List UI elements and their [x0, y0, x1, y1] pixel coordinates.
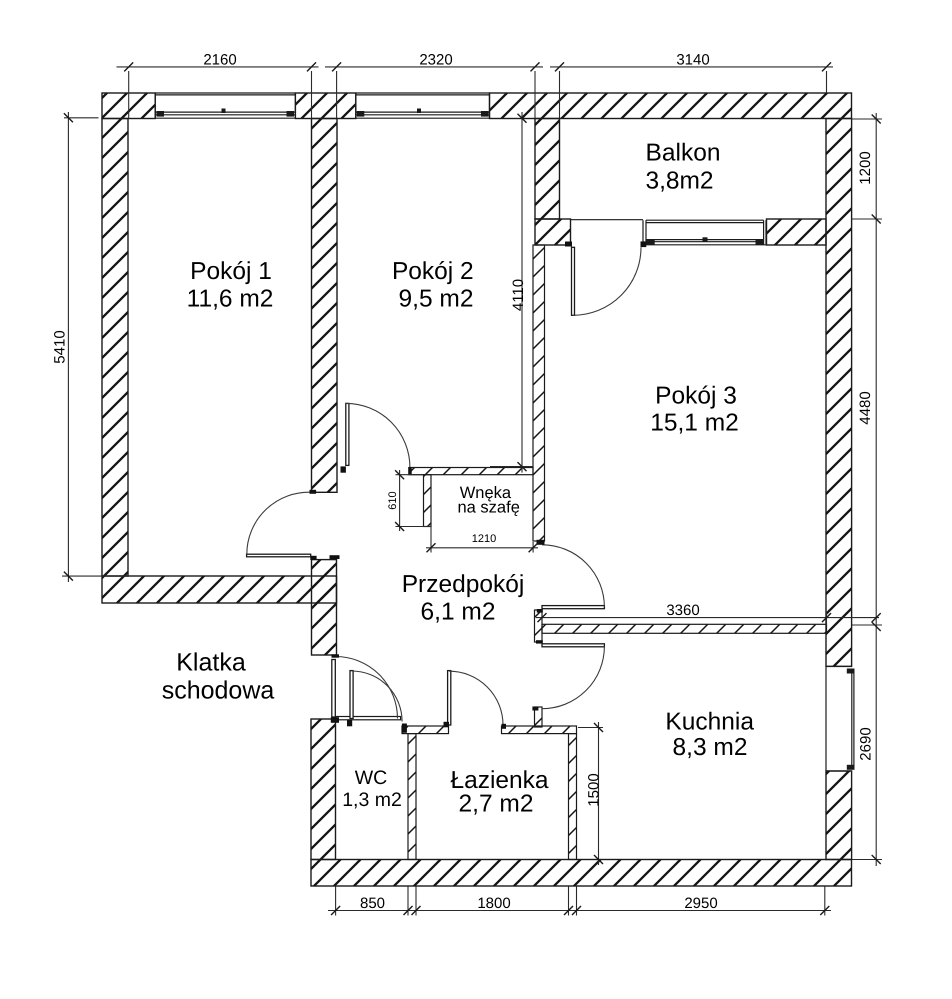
svg-text:Pokój 1: Pokój 1 [190, 258, 272, 285]
svg-text:na szafę: na szafę [458, 499, 520, 517]
svg-text:Pokój 3: Pokój 3 [655, 383, 737, 410]
svg-text:850: 850 [360, 895, 385, 912]
svg-text:schodowa: schodowa [162, 677, 275, 705]
svg-text:Przedpokój: Przedpokój [402, 571, 525, 598]
svg-text:5410: 5410 [52, 330, 69, 363]
svg-text:1210: 1210 [472, 533, 496, 545]
svg-text:Balkon: Balkon [646, 140, 721, 167]
svg-text:1800: 1800 [477, 895, 510, 912]
svg-text:2,7 m2: 2,7 m2 [459, 791, 534, 818]
svg-text:2160: 2160 [203, 52, 236, 69]
svg-text:3360: 3360 [666, 602, 699, 619]
svg-text:15,1 m2: 15,1 m2 [650, 410, 739, 437]
svg-text:11,6 m2: 11,6 m2 [187, 286, 274, 313]
svg-text:Kuchnia: Kuchnia [665, 709, 754, 736]
svg-text:Pokój 2: Pokój 2 [392, 258, 474, 285]
svg-text:9,5 m2: 9,5 m2 [399, 286, 474, 313]
svg-text:2690: 2690 [858, 727, 875, 760]
svg-text:WC: WC [355, 767, 388, 789]
svg-text:Wnęka: Wnęka [460, 484, 512, 502]
svg-text:Klatka: Klatka [176, 649, 246, 677]
svg-text:3140: 3140 [676, 52, 709, 69]
svg-text:1500: 1500 [586, 773, 603, 806]
svg-text:8,3 m2: 8,3 m2 [673, 734, 748, 761]
svg-text:Łazienka: Łazienka [450, 767, 548, 794]
svg-text:1,3 m2: 1,3 m2 [342, 789, 402, 811]
svg-text:1200: 1200 [857, 151, 874, 184]
svg-text:2950: 2950 [684, 895, 717, 912]
svg-text:4480: 4480 [857, 391, 874, 424]
svg-text:3,8m2: 3,8m2 [645, 168, 713, 195]
svg-text:4110: 4110 [510, 279, 527, 311]
svg-text:2320: 2320 [419, 52, 452, 69]
svg-text:610: 610 [387, 491, 399, 509]
svg-text:6,1 m2: 6,1 m2 [421, 599, 496, 626]
